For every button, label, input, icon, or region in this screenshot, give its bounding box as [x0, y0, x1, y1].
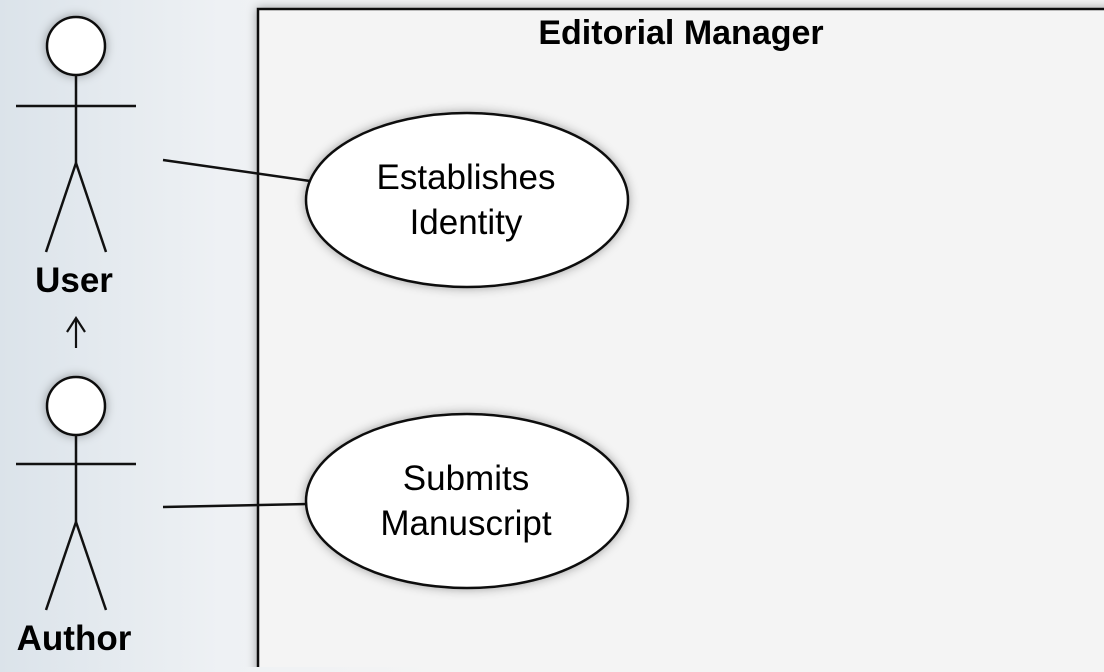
- use-case-submits-manuscript: Submits Manuscript: [304, 412, 630, 590]
- stick-figure-icon: [16, 15, 136, 253]
- use-case-ellipse: [304, 412, 630, 590]
- use-case-ellipse: [304, 111, 630, 289]
- generalization-arrow: [66, 315, 86, 348]
- association-user-establishes-identity: [162, 158, 311, 183]
- use-case-label-line: Submits: [403, 459, 529, 498]
- use-case-label-line: Identity: [410, 203, 523, 242]
- use-case-label-line: Manuscript: [380, 504, 551, 543]
- actor-label: Author: [17, 619, 132, 658]
- actor-author: Author: [16, 375, 136, 658]
- use-case-establishes-identity: Establishes Identity: [304, 111, 630, 289]
- association-author-submits-manuscript: [162, 502, 309, 509]
- actor-user: User: [16, 15, 136, 300]
- use-case-label-line: Establishes: [377, 158, 556, 197]
- system-title: Editorial Manager: [538, 14, 823, 52]
- actor-label: User: [35, 261, 113, 300]
- stick-figure-icon: [16, 375, 136, 611]
